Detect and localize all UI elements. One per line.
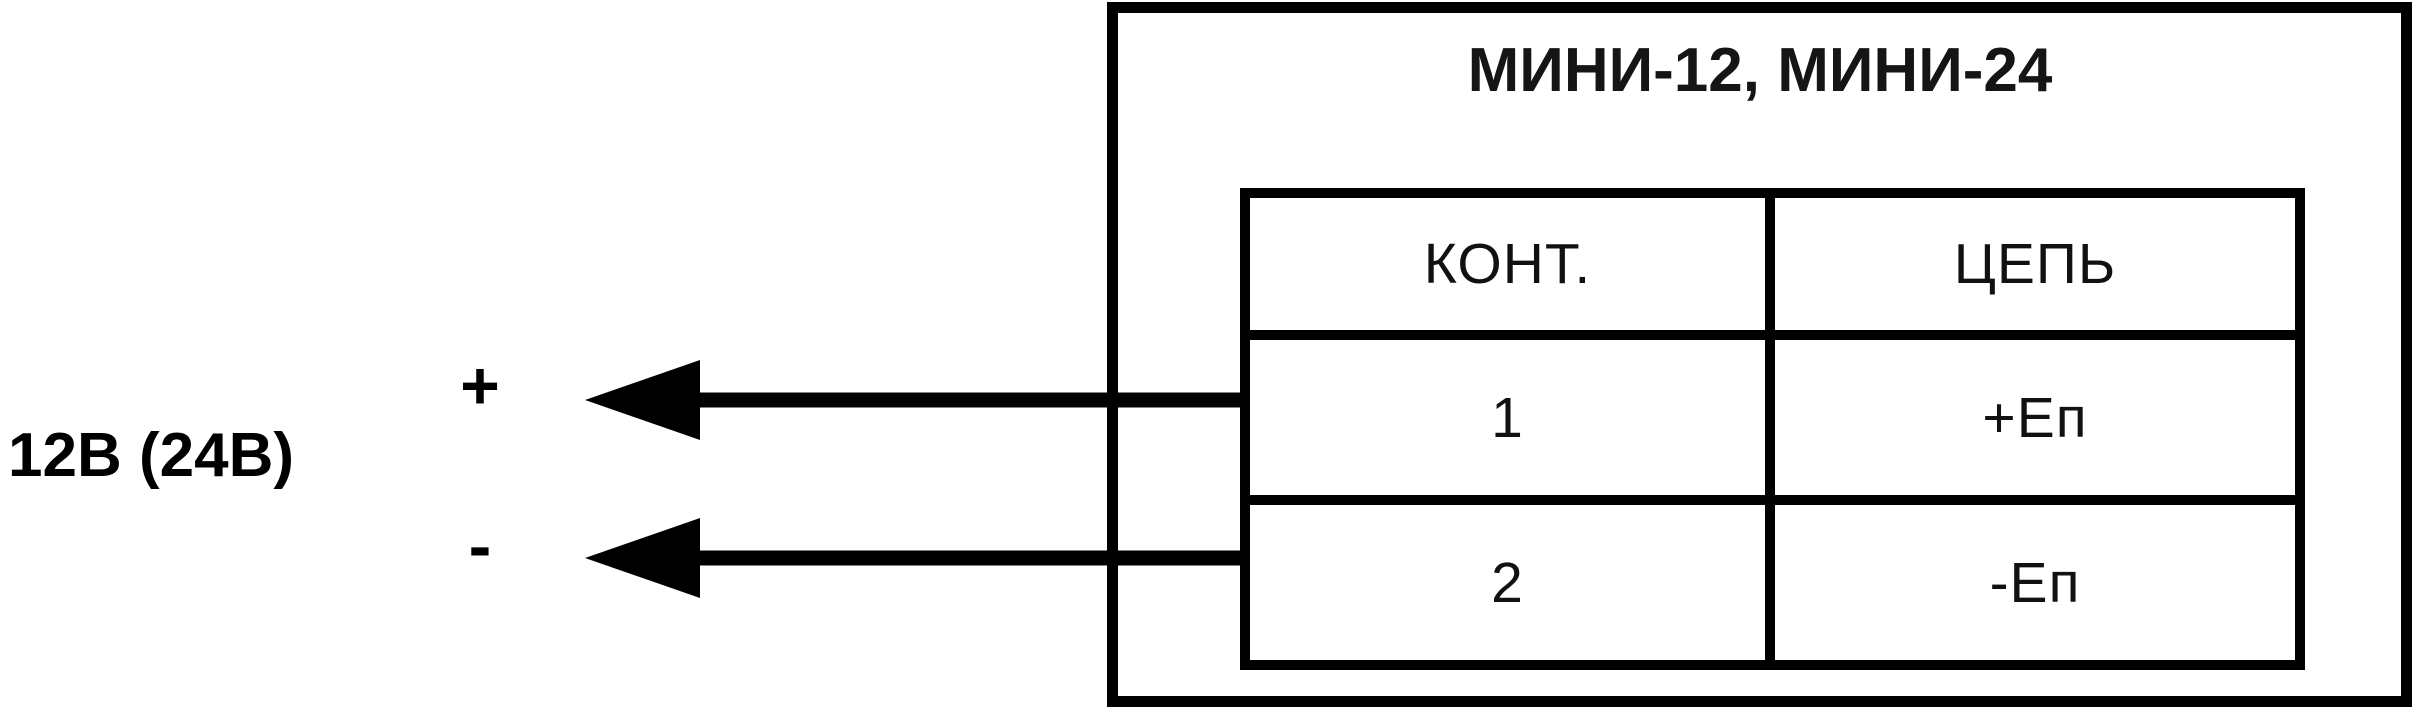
power-supply-label: 12В (24В) [8,421,294,490]
column-header-circuit: ЦЕПЬ [1765,188,2305,340]
arrow-head-left-negative [585,518,700,598]
table-row: 1 +Eп [1240,330,2305,505]
cell-contact-number: 1 [1240,330,1775,505]
cell-circuit-name: -Eп [1765,495,2305,670]
column-header-contact: КОНТ. [1240,188,1775,340]
cell-circuit-name: +Eп [1765,330,2305,505]
cell-contact-number: 2 [1240,495,1775,670]
device-title: МИНИ-12, МИНИ-24 [1467,36,2053,105]
polarity-plus-sign: + [460,348,500,424]
arrow-head-left-positive [585,360,700,440]
pin-assignment-table: КОНТ. ЦЕПЬ 1 +Eп 2 -Eп [1240,188,2305,670]
device-enclosure [1107,2,2412,707]
table-header-row: КОНТ. ЦЕПЬ [1240,188,2305,340]
polarity-minus-sign: - [468,508,492,584]
table-row: 2 -Eп [1240,495,2305,670]
